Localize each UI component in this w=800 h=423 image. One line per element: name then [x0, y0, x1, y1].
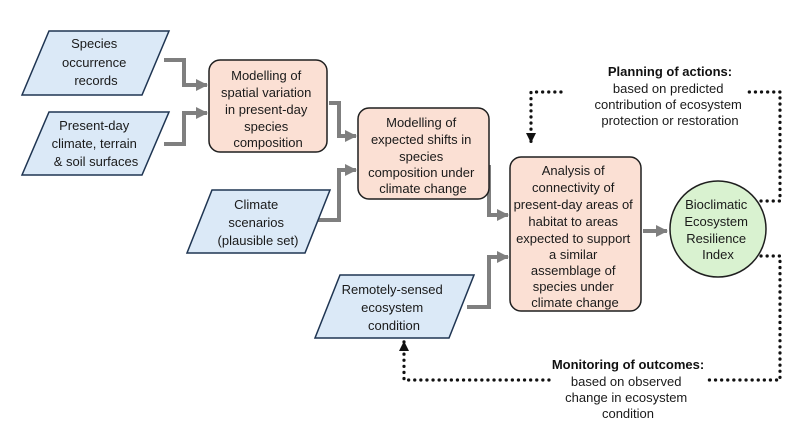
planning-note: Planning of actions: based on predicted … [594, 64, 745, 128]
svg-text:Analysis of connectivity: Analysis of connectivity of present-day … [514, 163, 637, 310]
parallelogram-shape [185, 189, 332, 254]
input-climate-scenarios: Climate scenarios (plausible set) [185, 189, 332, 254]
connectivity-line-6: a similar [549, 247, 598, 262]
monitoring-line-3: condition [602, 406, 654, 421]
spatial-line-5: composition [233, 135, 302, 150]
monitoring-title: Monitoring of outcomes: [552, 357, 704, 372]
arrow-shifts-to-connectivity [487, 165, 509, 221]
svg-text:Climate scenarios: Climate scenarios (plausible set) [218, 197, 299, 248]
spatial-line-4: species [244, 119, 289, 134]
feedback-arrows [404, 90, 782, 382]
arrow-surfaces-to-spatial [164, 107, 208, 146]
process-spatial-variation: Modelling of spatial variation in presen… [208, 59, 328, 153]
planning-line-3: protection or restoration [601, 113, 738, 128]
connectivity-line-7: assemblage of [531, 263, 616, 278]
planning-line-2: contribution of ecosystem [594, 97, 741, 112]
input-occurrence-records: Species occurrence records [20, 30, 171, 96]
spatial-line-1: Modelling of [231, 68, 301, 83]
arrow-occurrence-to-spatial [164, 58, 208, 91]
svg-text:Bioclimatic Ecosystem: Bioclimatic Ecosystem Resilience Index [684, 197, 751, 262]
resilience-index-node: Bioclimatic Ecosystem Resilience Index [669, 180, 767, 278]
parallelogram-shape [313, 274, 476, 339]
input-remotely-sensed-condition: Remotely-sensed ecosystem condition [313, 274, 476, 339]
connectivity-line-9: climate change [531, 295, 618, 310]
svg-text:Species occurrence: Species occurrence records [62, 36, 130, 88]
monitoring-note: Monitoring of outcomes: based on observe… [552, 357, 704, 421]
process-box [509, 156, 642, 312]
planning-line-1: based on predicted [613, 81, 724, 96]
process-expected-shifts: Modelling of expected shifts in species … [357, 107, 490, 200]
svg-text:Remotely-sensed ecosyste: Remotely-sensed ecosystem condition [342, 282, 447, 333]
climate-line-1: Climate [234, 197, 278, 212]
spatial-line-3: in present-day [225, 102, 308, 117]
arrow-remote-to-connectivity [467, 251, 509, 309]
shifts-line-2: expected shifts in [371, 132, 471, 147]
surfaces-line-3: & soil surfaces [54, 154, 139, 169]
shifts-line-3: species [399, 149, 444, 164]
planning-title: Planning of actions: [608, 64, 732, 79]
index-line-4: Index [702, 247, 734, 262]
remote-line-3: condition [368, 318, 420, 333]
climate-line-3: (plausible set) [218, 233, 299, 248]
svg-text:Modelling of expected sh: Modelling of expected shifts in species … [368, 115, 478, 196]
process-box [208, 59, 328, 153]
connectivity-line-1: Analysis of [542, 163, 605, 178]
input-environmental-surfaces: Present-day climate, terrain & soil surf… [20, 111, 171, 176]
parallelogram-shape [20, 30, 171, 96]
parallelogram-shape [20, 111, 171, 176]
index-line-2: Ecosystem [684, 214, 748, 229]
connectivity-line-3: present-day areas of [514, 197, 634, 212]
svg-text:based on predicted contr: based on predicted contribution of ecosy… [594, 81, 745, 128]
monitoring-line-2: change in ecosystem [565, 390, 687, 405]
svg-text:Modelling of spatial var: Modelling of spatial variation in presen… [221, 68, 315, 150]
occurrence-line-1: Species [71, 36, 118, 51]
connectivity-line-2: connectivity of [532, 180, 615, 195]
shifts-line-1: Modelling of [386, 115, 456, 130]
arrow-climate-to-shifts [310, 164, 357, 222]
surfaces-line-1: Present-day [59, 118, 130, 133]
shifts-line-4: composition under [368, 165, 475, 180]
index-line-1: Bioclimatic [685, 197, 748, 212]
remote-line-1: Remotely-sensed [342, 282, 443, 297]
svg-text:Present-day climate, ter: Present-day climate, terrain & soil surf… [52, 118, 141, 169]
remote-line-2: ecosystem [361, 300, 423, 315]
spatial-line-2: spatial variation [221, 85, 311, 100]
monitoring-feedback-arrow [404, 254, 782, 382]
occurrence-line-3: records [74, 73, 118, 88]
occurrence-line-2: occurrence [62, 55, 126, 70]
process-connectivity-analysis: Analysis of connectivity of present-day … [509, 156, 642, 312]
surfaces-line-2: climate, terrain [52, 136, 137, 151]
connectivity-line-5: expected to support [516, 231, 631, 246]
index-circle [669, 180, 767, 278]
shifts-line-5: climate change [379, 181, 466, 196]
index-line-3: Resilience [686, 231, 746, 246]
connectivity-line-8: species under [533, 279, 615, 294]
svg-text:based on observed change: based on observed change in ecosystem co… [565, 374, 691, 421]
process-box [357, 107, 490, 200]
connectivity-line-4: habitat to areas [528, 214, 618, 229]
climate-line-2: scenarios [228, 215, 284, 230]
arrow-spatial-to-shifts [329, 101, 357, 142]
monitoring-line-1: based on observed [571, 374, 682, 389]
planning-feedback-arrow [531, 90, 782, 203]
